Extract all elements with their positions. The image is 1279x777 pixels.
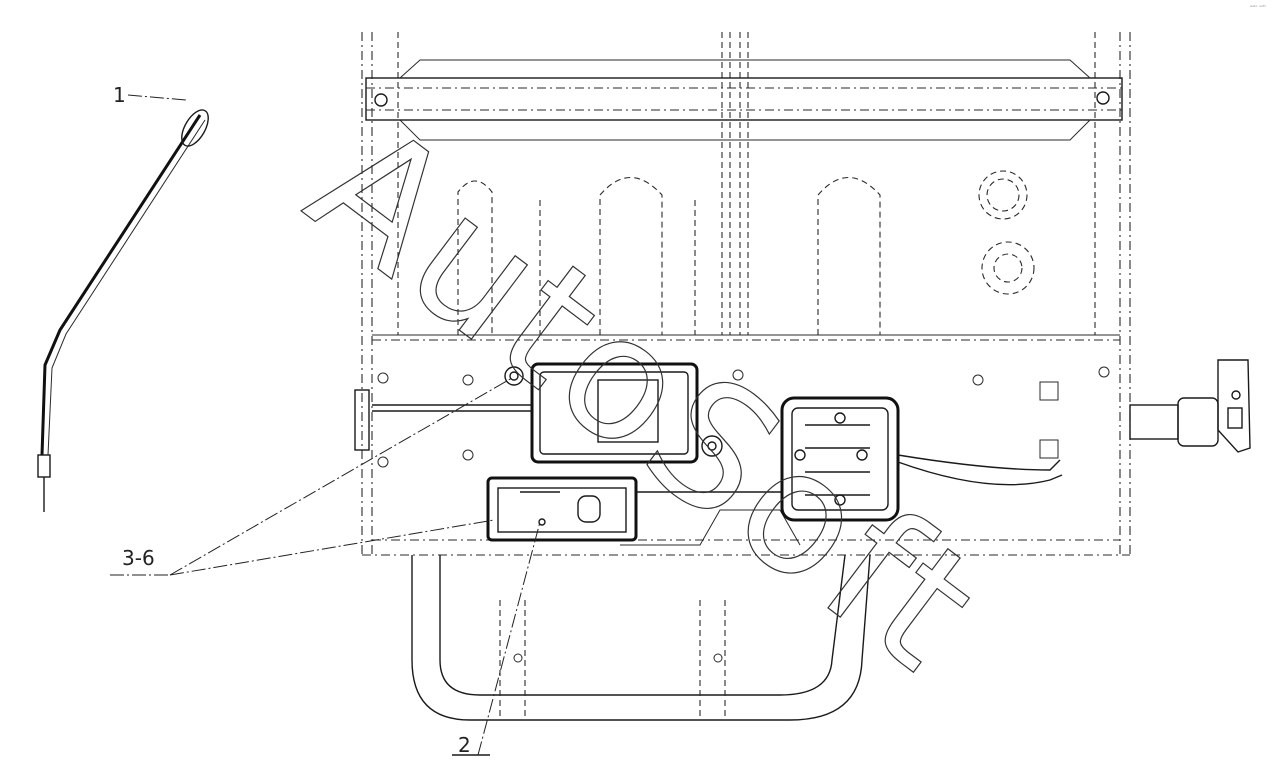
callout-3-6: 3-6 bbox=[122, 546, 155, 570]
lower-module bbox=[486, 476, 782, 542]
dipstick-cable bbox=[37, 109, 209, 512]
leader-lines bbox=[110, 94, 541, 756]
bottom-loop-frame bbox=[411, 554, 871, 721]
outer-frame bbox=[361, 32, 1131, 556]
watermark: AutoSoft bbox=[275, 85, 1016, 711]
arched-openings bbox=[457, 170, 1035, 335]
corner-mark: ᵃᵘᵗᵒ ˢᵒᶠᵗ bbox=[1250, 5, 1267, 11]
centre-rails bbox=[721, 32, 749, 335]
callout-1: 1 bbox=[113, 83, 126, 107]
lower-plate bbox=[372, 334, 1120, 546]
callout-2: 2 bbox=[458, 733, 471, 757]
relay-box bbox=[780, 396, 1063, 522]
right-connector bbox=[1129, 359, 1251, 453]
top-cross-beam bbox=[365, 59, 1123, 141]
upper-control-unit bbox=[354, 362, 723, 464]
